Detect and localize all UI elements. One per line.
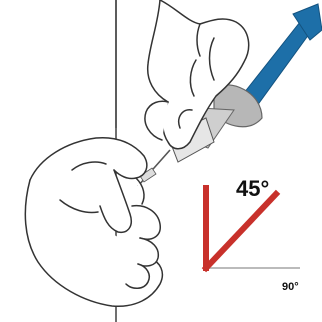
angle-label-90: 90° [282, 281, 299, 293]
hand-pinching-skin-icon [25, 138, 162, 307]
angle-diagonal-line [206, 194, 276, 268]
hand-holding-pen-icon [145, 0, 249, 149]
angle-label-45: 45° [236, 176, 269, 201]
angle-guide: 45° 90° [206, 176, 300, 293]
